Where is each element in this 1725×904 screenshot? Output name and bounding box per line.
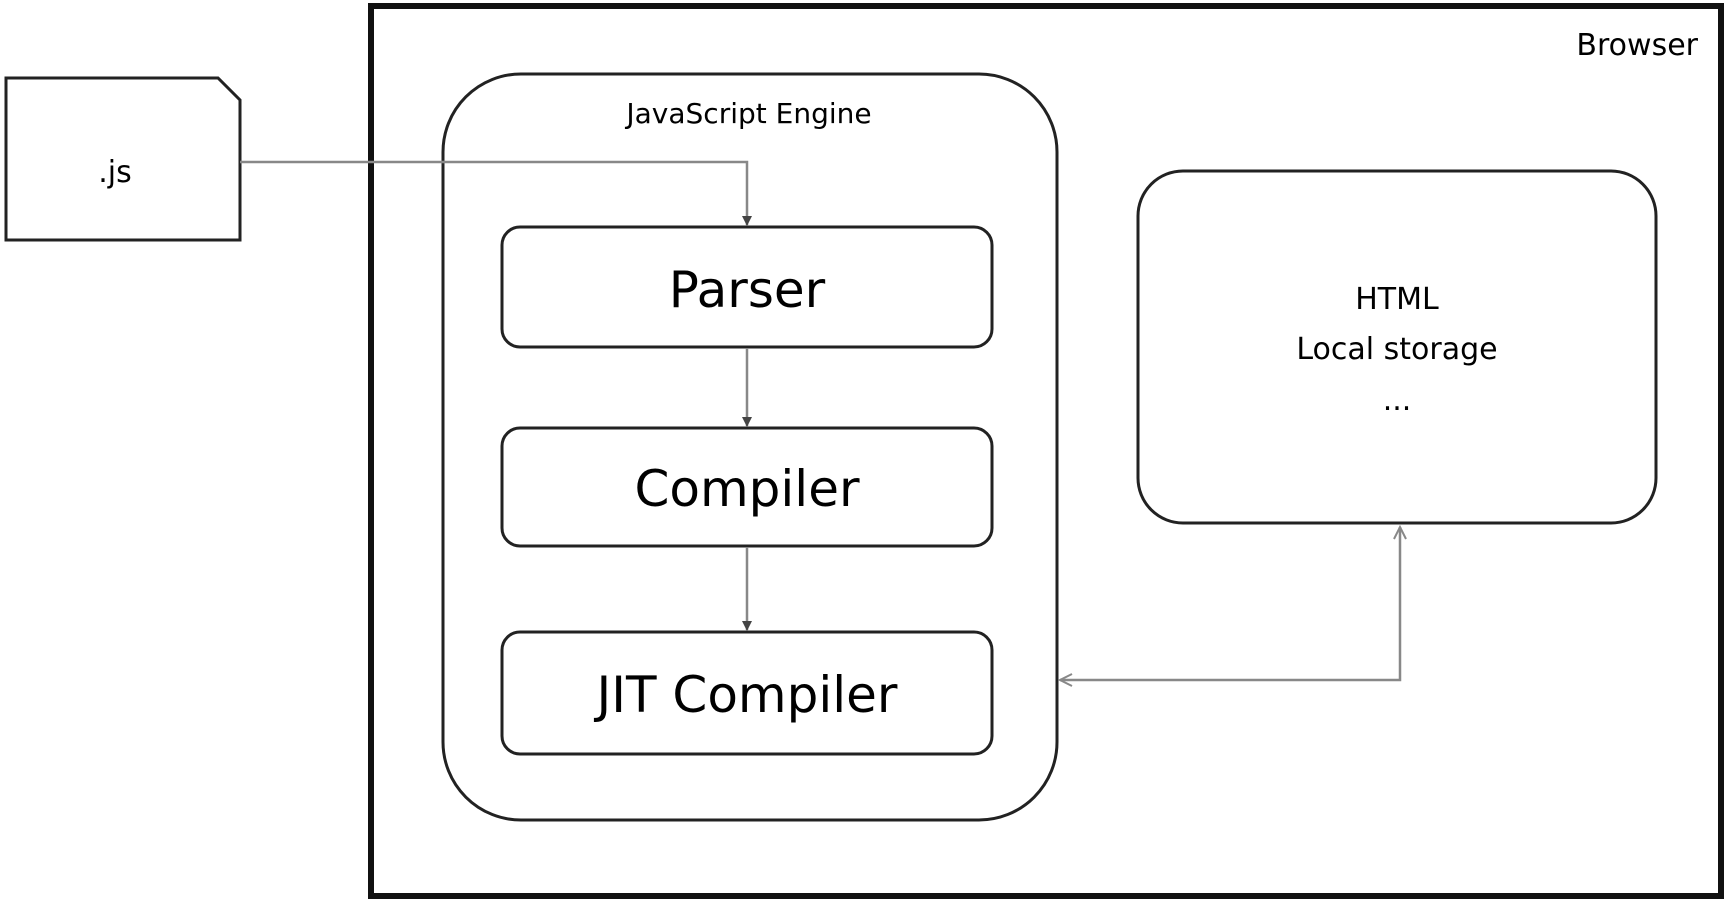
jit-compiler-box [500,630,994,756]
javascript-engine-container: JavaScript Engine [441,72,1059,822]
js-to-parser-arrow [240,160,752,226]
web-apis-box [1136,169,1658,525]
web-apis-line-local-storage: Local storage [1296,332,1497,367]
file-icon [4,76,242,242]
js-file-node: .js [4,76,242,242]
compiler-label: Compiler [634,460,859,518]
javascript-engine-frame [441,72,1059,822]
web-apis-line-ellipsis: ... [1383,383,1412,418]
javascript-engine-label: JavaScript Engine [624,97,871,130]
compiler-stage: Compiler [500,426,994,548]
browser-label: Browser [1576,28,1698,63]
jit-compiler-label: JIT Compiler [594,666,898,724]
web-apis-line-html: HTML [1355,282,1439,317]
parser-stage: Parser [500,225,994,349]
jit-compiler-stage: JIT Compiler [500,630,994,756]
parser-box [500,225,994,349]
js-file-label: .js [98,155,132,190]
browser-frame [368,3,1724,899]
engine-web-apis-bidirectional-arrow [1060,527,1400,680]
web-apis-node: HTML Local storage ... [1136,169,1658,525]
parser-label: Parser [669,261,826,319]
compiler-box [500,426,994,548]
browser-container: Browser [368,3,1724,899]
